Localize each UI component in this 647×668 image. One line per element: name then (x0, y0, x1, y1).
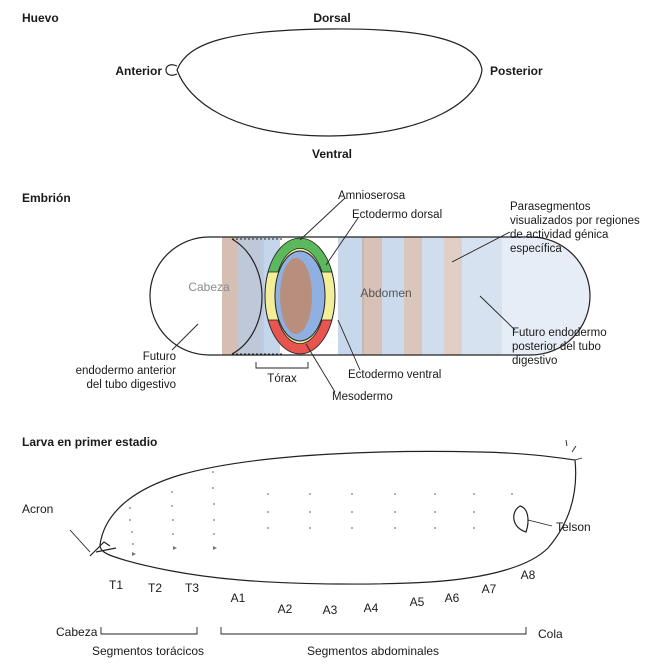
svg-text:visualizados por regiones: visualizados por regiones (510, 215, 640, 227)
abdominal-bracket (221, 627, 526, 634)
svg-text:Futuro: Futuro (143, 351, 176, 363)
tail-end-label: Cola (538, 627, 563, 641)
segment-a2: A2 (278, 602, 293, 616)
dorsal-ectoderm-label: Ectodermo dorsal (352, 209, 442, 221)
segment-a3: A3 (323, 603, 338, 617)
segment-a5: A5 (410, 595, 425, 609)
svg-text:del tubo digestivo: del tubo digestivo (86, 379, 176, 391)
egg-micropyle (166, 65, 177, 75)
svg-text:de actividad génica: de actividad génica (510, 229, 609, 241)
larva-telson-structure (514, 506, 528, 532)
svg-text:digestivo: digestivo (512, 355, 557, 367)
parasegments-label: Parasegmentos visualizados por regiones … (510, 201, 640, 255)
larva-denticle-marks (129, 471, 513, 556)
telson-label: Telson (556, 520, 591, 534)
head-end-label: Cabeza (56, 625, 98, 639)
segment-a6: A6 (445, 591, 460, 605)
abdominal-segments-label: Segmentos abdominales (307, 644, 439, 658)
segment-a7: A7 (482, 582, 497, 596)
larva-outline (100, 451, 576, 584)
embryo-thorax-label: Tórax (267, 373, 297, 385)
anterior-endoderm-label: Futuro endodermo anterior del tubo diges… (76, 351, 177, 391)
segment-a4: A4 (364, 601, 379, 615)
embryo-head-label: Cabeza (188, 280, 230, 294)
segment-a1: A1 (231, 591, 246, 605)
svg-text:Futuro endodermo: Futuro endodermo (512, 327, 607, 339)
segment-t2: T2 (148, 581, 162, 595)
posterior-endoderm-label: Futuro endodermo posterior del tubo dige… (512, 327, 607, 367)
ventral-ectoderm-label: Ectodermo ventral (348, 369, 441, 381)
svg-text:específica: específica (510, 243, 562, 255)
thoracic-bracket (101, 627, 197, 634)
embryo-cross-section (265, 238, 335, 354)
thoracic-segments-label: Segmentos torácicos (92, 644, 204, 658)
acron-label: Acron (22, 502, 53, 516)
svg-text:posterior del tubo: posterior del tubo (512, 341, 601, 353)
mesoderm-label: Mesodermo (332, 391, 393, 403)
egg-dorsal-label: Dorsal (313, 11, 350, 25)
segment-a8: A8 (521, 568, 536, 582)
egg-ventral-label: Ventral (312, 147, 352, 161)
larva-title: Larva en primer estadio (22, 435, 157, 449)
amnioserosa-label: Amnioserosa (338, 190, 406, 202)
egg-anterior-label: Anterior (115, 64, 162, 78)
egg-title: Huevo (22, 11, 59, 25)
segment-t3: T3 (185, 581, 199, 595)
egg-outline (177, 29, 482, 136)
larva-section: Larva en primer estadio Acron Telson T1 … (22, 435, 591, 658)
svg-text:endodermo anterior: endodermo anterior (76, 365, 177, 377)
embryo-abdomen-label: Abdomen (360, 286, 411, 300)
embryo-title: Embrión (22, 191, 71, 205)
embryo-section: Embrión Cabeza Abdomen (22, 190, 640, 403)
segment-t1: T1 (109, 578, 123, 592)
svg-text:Parasegmentos: Parasegmentos (510, 201, 591, 213)
egg-section: Huevo Dorsal Anterior Posterior Ventral (22, 11, 543, 161)
egg-posterior-label: Posterior (490, 64, 543, 78)
